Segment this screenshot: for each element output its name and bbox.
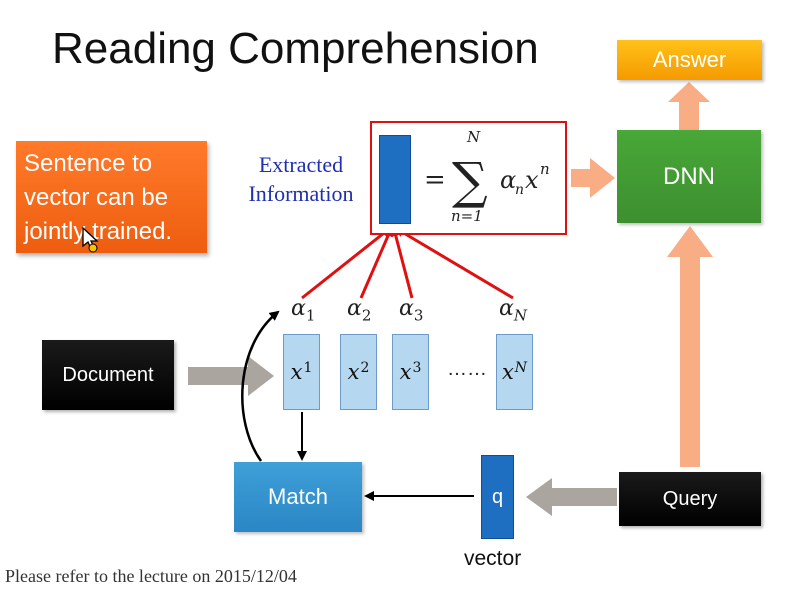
formula-x-sup: n xyxy=(540,160,550,178)
formula-alpha: α xyxy=(500,166,516,194)
alpha2-to-bar-arrow xyxy=(359,226,393,299)
formula-equals: = xyxy=(424,165,446,195)
alpha-label: α1 xyxy=(291,296,316,325)
document-box: Document xyxy=(42,340,174,410)
dnn-label: DNN xyxy=(663,162,715,190)
match-label: Match xyxy=(268,484,328,509)
formula-upper-limit: N xyxy=(466,128,481,146)
answer-label: Answer xyxy=(652,47,727,72)
dnn-box: DNN xyxy=(617,130,761,223)
ellipsis: …… xyxy=(447,358,487,380)
query-label: Query xyxy=(662,487,718,510)
match-box: Match xyxy=(234,462,362,532)
slide-title: Reading Comprehension xyxy=(52,24,539,73)
formula-x: x xyxy=(525,166,539,194)
answer-box: Answer xyxy=(617,40,762,80)
vector-label: vector xyxy=(464,547,522,570)
alpha-label: αN xyxy=(499,296,527,325)
query-to-q-arrow xyxy=(526,478,617,516)
dnn-to-answer-arrow xyxy=(668,82,710,130)
alpha3-to-bar-arrow xyxy=(390,226,414,299)
query-box: Query xyxy=(619,472,761,526)
formula-sigma: ∑ xyxy=(452,152,488,210)
alpha-label: α2 xyxy=(347,296,372,325)
mouse-cursor-icon xyxy=(82,226,99,253)
document-to-vectors-arrow xyxy=(188,356,274,396)
query-vector-box: q xyxy=(481,455,514,539)
callout-text: Sentence to vector can be jointly traine… xyxy=(24,150,173,245)
extracted-vector xyxy=(379,135,411,224)
formula-lower-limit: n=1 xyxy=(451,207,483,225)
alpha1-to-bar-arrow xyxy=(301,227,392,300)
alphaN-to-bar-arrow xyxy=(394,227,514,300)
callout-note: Sentence to vector can be jointly traine… xyxy=(16,141,207,253)
query-to-dnn-arrow xyxy=(667,226,713,467)
formula-alpha-sub: n xyxy=(515,182,524,198)
footnote: Please refer to the lecture on 2015/12/0… xyxy=(5,566,297,586)
q-label: q xyxy=(491,485,504,508)
formula-to-dnn-arrow xyxy=(571,158,615,198)
match-to-alpha-curve xyxy=(241,310,280,462)
extracted-information-label: Extracted Information xyxy=(248,152,354,206)
weighted-sum-formula: = N ∑ n=1 α n x n xyxy=(424,128,550,225)
document-label: Document xyxy=(62,363,154,386)
alpha-label: α3 xyxy=(399,296,424,325)
